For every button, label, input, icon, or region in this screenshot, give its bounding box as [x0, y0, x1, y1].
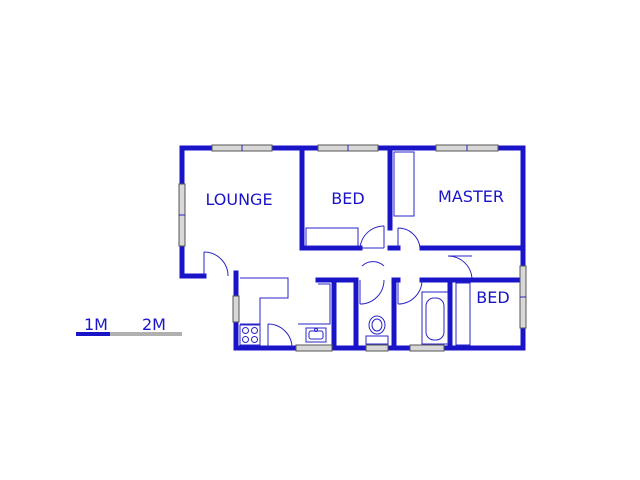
window-bath-bottom	[409, 344, 445, 352]
scale-label-2m: 2M	[142, 315, 166, 334]
scale-label-1m: 1M	[84, 315, 108, 334]
room-label-bed: BED	[331, 189, 364, 208]
sink-icon	[305, 327, 327, 343]
window-toilet-bottom	[365, 344, 389, 352]
room-label-master: MASTER	[438, 187, 504, 206]
doors	[203, 225, 473, 349]
window-kitchen-bottom	[295, 344, 333, 352]
window-kitchen-left	[232, 295, 240, 323]
fittings	[239, 151, 471, 346]
bathtub-icon	[421, 291, 449, 345]
stove-icon	[239, 324, 261, 346]
toilet-icon	[365, 315, 389, 345]
windows	[178, 144, 527, 352]
room-label-lounge: LOUNGE	[205, 190, 272, 209]
room-label-bed-2: BED	[476, 288, 509, 307]
scale-bar: 1M 2M	[76, 315, 182, 336]
